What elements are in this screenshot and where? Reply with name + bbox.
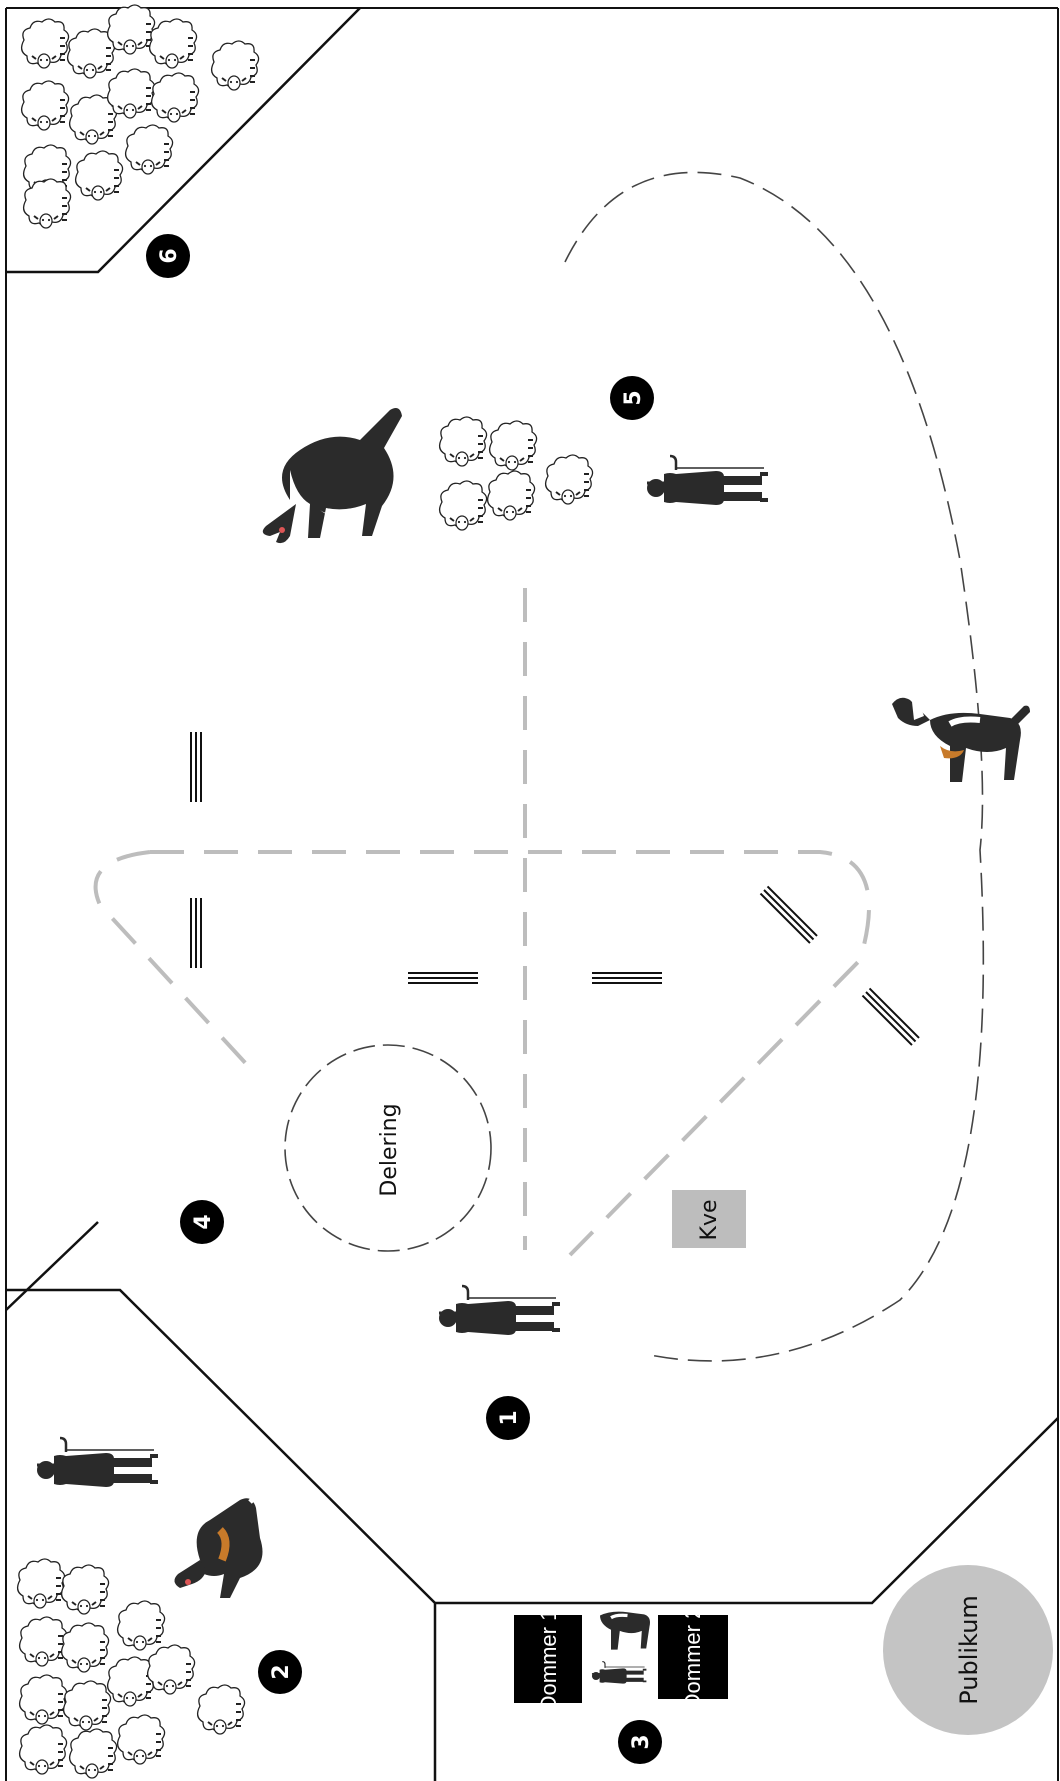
sheep-icon: [488, 471, 535, 520]
kve-label: Kve: [697, 1200, 722, 1241]
delering-ring: Delering: [285, 1045, 491, 1251]
gate-icon: [191, 898, 201, 968]
sheep-icon: [20, 1617, 67, 1666]
dog-icon: [892, 698, 1030, 782]
sheep-icon: [62, 1623, 109, 1672]
sheep-icon: [546, 455, 593, 504]
sheep-icon: [490, 421, 537, 470]
marker-1-label: 1: [497, 1410, 522, 1425]
sheep-icon: [18, 1559, 65, 1608]
judge-2-box: Dommer 2: [658, 1607, 728, 1710]
sheep-icon: [150, 19, 197, 68]
kve-pen: Kve: [672, 1190, 746, 1248]
marker-3: 3: [618, 1720, 662, 1764]
gate-icon: [760, 886, 817, 943]
marker-1: 1: [486, 1396, 530, 1440]
sheep-icon: [20, 1675, 67, 1724]
sheep-icon: [198, 1685, 245, 1734]
sheep-icon: [118, 1715, 165, 1764]
judge-2-label: Dommer 2: [680, 1607, 705, 1710]
marker-2: 2: [258, 1650, 302, 1694]
course-lines: [96, 588, 869, 1255]
sheep-icon: [108, 69, 155, 118]
marker-5: 5: [610, 376, 654, 420]
sheep-icon: [148, 1645, 195, 1694]
publikum-label: Publikum: [955, 1595, 983, 1705]
handler-icon: [37, 1438, 158, 1487]
sheep-icon: [22, 81, 69, 130]
sheep-icon: [22, 19, 69, 68]
sheep-icon: [440, 417, 487, 466]
marker-4: 4: [180, 1200, 224, 1244]
delering-label: Delering: [377, 1103, 402, 1196]
dog-icon: [600, 1612, 650, 1650]
sheep-icon: [64, 1681, 111, 1730]
sheep-icon: [126, 125, 173, 174]
gate-icon: [862, 988, 919, 1045]
gate-icon: [191, 732, 201, 802]
outrun-path: [565, 172, 983, 1361]
sheep-icon: [118, 1601, 165, 1650]
sheep-icon: [70, 1729, 117, 1778]
marker-3-label: 3: [629, 1734, 654, 1749]
sheep-icon: [152, 73, 199, 122]
sheep-icon: [20, 1725, 67, 1774]
handler-icon: [439, 1286, 560, 1335]
marker-5-label: 5: [621, 390, 646, 405]
publikum-area: Publikum: [883, 1565, 1053, 1735]
sheep-icon: [212, 41, 259, 90]
dog-icon: [174, 1498, 270, 1598]
handler-icon: [592, 1662, 646, 1684]
sheep-icon: [108, 1657, 155, 1706]
sheep-icon: [108, 5, 155, 54]
judge-1-box: Dommer 1: [514, 1609, 582, 1712]
dog-icon: [263, 408, 402, 543]
sheep-icon: [76, 151, 123, 200]
judge-1-label: Dommer 1: [536, 1609, 561, 1712]
sheep-icon: [62, 1565, 109, 1614]
marker-2-label: 2: [269, 1664, 294, 1679]
sheep-group-pen-2: [18, 1559, 245, 1778]
gate-icon: [408, 973, 478, 983]
sheep-group-pen-6: [22, 5, 259, 228]
gate-icon: [592, 973, 662, 983]
marker-6: 6: [146, 234, 190, 278]
marker-4-label: 4: [191, 1214, 216, 1229]
sheep-group-lift: [440, 417, 593, 530]
sheep-icon: [440, 481, 487, 530]
handler-icon: [647, 456, 768, 505]
marker-6-label: 6: [157, 248, 182, 263]
